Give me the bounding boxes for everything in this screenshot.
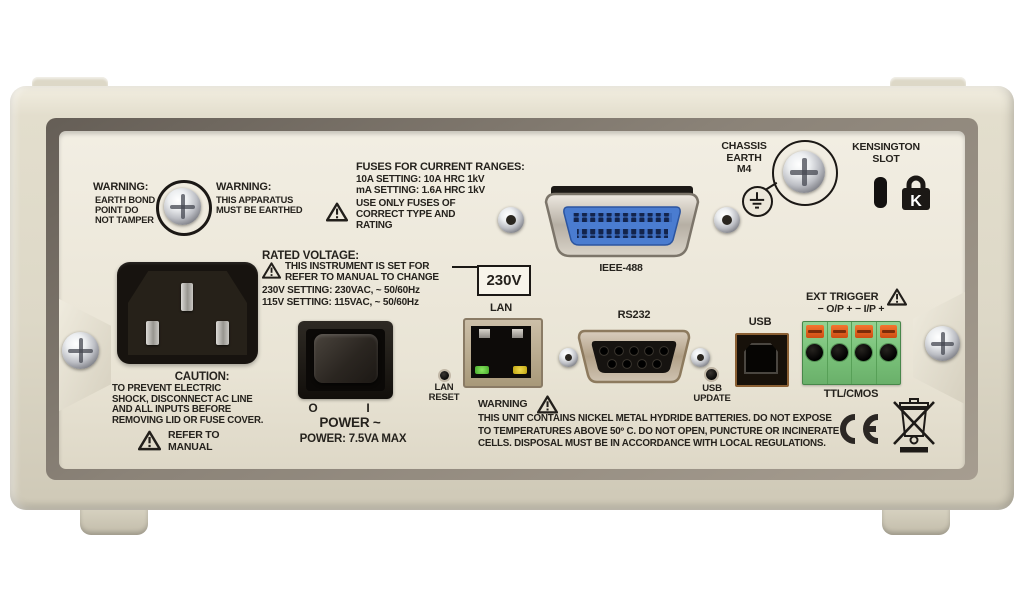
lan-led-green: [475, 366, 489, 374]
terminal-cell: [852, 322, 877, 384]
rs232-jackscrew-left: [559, 348, 578, 367]
lan-label: LAN: [489, 302, 512, 314]
usb-label: USB: [748, 316, 772, 328]
usb-update-label: USB UPDATE: [693, 383, 731, 405]
kensington-lock-icon: K: [902, 175, 930, 210]
fuses-note: USE ONLY FUSES OF CORRECT TYPE AND RATIN…: [356, 198, 456, 231]
terminal-cell: [803, 322, 828, 384]
fuses-line2: mA SETTING: 1.6A HRC 1kV: [356, 185, 485, 196]
warning-left-title: WARNING:: [93, 181, 149, 193]
voltage-setting-value: 230V: [486, 272, 522, 289]
trigger-polarity-label: − O/P + − I/P +: [817, 303, 885, 315]
lan-contacts: [512, 329, 523, 338]
power-off-symbol: O: [308, 401, 318, 415]
lan-led-yellow: [513, 366, 527, 374]
warning-triangle-icon: [326, 202, 348, 222]
fuses-title: FUSES FOR CURRENT RANGES:: [356, 161, 525, 173]
iec-live-pin: [146, 321, 159, 345]
iec-power-inlet: [117, 262, 258, 364]
weee-bin-icon: [893, 398, 935, 453]
ieee488-label: IEEE-488: [599, 262, 643, 274]
voltage-setting-box: 230V: [477, 265, 531, 296]
iec-neutral-pin: [216, 321, 229, 345]
caution-body: TO PREVENT ELECTRIC SHOCK, DISCONNECT AC…: [112, 383, 264, 427]
power-on-symbol: I: [366, 401, 370, 415]
warning-triangle-icon: [262, 262, 281, 279]
rs232-label: RS232: [617, 309, 651, 321]
earth-bond-point-ring: [156, 180, 212, 236]
rated-line4: 115V SETTING: 115VAC, ~ 50/60Hz: [262, 297, 419, 308]
chassis-earth-label: CHASSIS EARTH M4: [721, 140, 767, 176]
gpib-screw-post-left: [498, 207, 524, 233]
kensington-slot: [874, 177, 887, 208]
rated-line1: THIS INSTRUMENT IS SET FOR: [285, 261, 430, 272]
battery-warning-body: THIS UNIT CONTAINS NICKEL METAL HYDRIDE …: [478, 413, 840, 450]
ttl-cmos-label: TTL/CMOS: [823, 388, 879, 400]
rated-voltage-title: RATED VOLTAGE:: [262, 250, 359, 262]
battery-warning-title: WARNING: [478, 398, 528, 410]
gpib-screw-post-right: [714, 207, 740, 233]
warning-triangle-icon: [138, 430, 161, 451]
right-panel-screw: [925, 326, 960, 361]
power-rating: POWER: 7.5VA MAX: [299, 433, 407, 445]
iec-earth-pin: [181, 283, 193, 311]
ext-trigger-label: EXT TRIGGER: [806, 291, 879, 303]
rs232-db9-connector: [577, 329, 691, 384]
rs232-jackscrew-right: [691, 348, 710, 367]
svg-text:K: K: [910, 193, 922, 210]
terminal-cell: [877, 322, 901, 384]
chassis-earth-ring: [772, 140, 838, 206]
terminal-cell: [828, 322, 852, 384]
warning-left-body: EARTH BOND POINT DO NOT TAMPER: [95, 195, 155, 226]
lan-reset-label: LAN RESET: [428, 382, 460, 404]
trigger-terminal-block: [802, 321, 901, 385]
voltage-box-connector-line: [452, 266, 477, 268]
rated-line3: 230V SETTING: 230VAC, ~ 50/60Hz: [262, 285, 420, 296]
power-switch-rocker: [314, 334, 378, 383]
earth-ground-icon: [749, 192, 765, 209]
caution-refer: REFER TO MANUAL: [168, 429, 220, 453]
earth-bond-screw: [164, 188, 201, 225]
rated-line2: REFER TO MANUAL TO CHANGE: [285, 272, 439, 283]
ieee488-connector: [544, 192, 700, 258]
usb-b-socket: [744, 343, 778, 374]
earth-symbol-circle: [742, 186, 773, 217]
caution-title: CAUTION:: [174, 371, 230, 383]
kensington-label: KENSINGTON SLOT: [852, 141, 920, 165]
warning-right-title: WARNING:: [216, 181, 272, 193]
left-panel-screw: [62, 332, 99, 369]
usb-update-button: [706, 369, 717, 380]
lan-contacts: [479, 329, 490, 338]
power-label: POWER ~: [319, 415, 381, 430]
warning-triangle-icon: [887, 288, 907, 306]
chassis-earth-screw: [783, 151, 825, 193]
lan-reset-button: [440, 371, 449, 380]
warning-triangle-icon: [537, 395, 558, 414]
fuses-line1: 10A SETTING: 10A HRC 1kV: [356, 174, 485, 185]
warning-right-body: THIS APPARATUS MUST BE EARTHED: [216, 195, 303, 216]
ce-mark-icon: [840, 414, 879, 444]
